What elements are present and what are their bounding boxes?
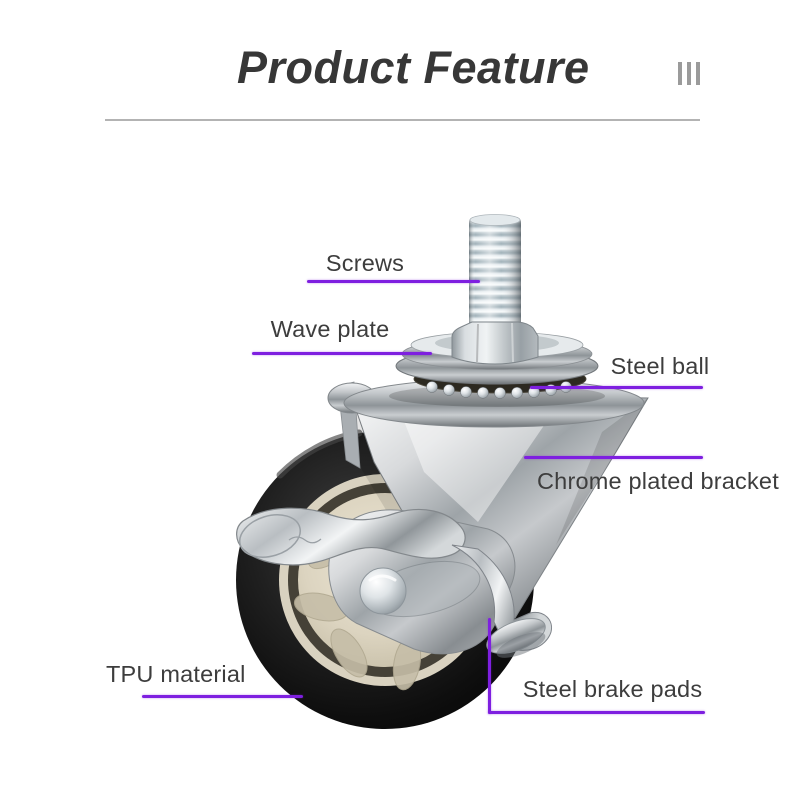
label-chrome-bracket: Chrome plated bracket	[537, 468, 779, 494]
bar	[687, 62, 691, 85]
label-steel-ball: Steel ball	[610, 353, 710, 379]
label-screws: Screws	[325, 250, 405, 276]
leader-line-steel-ball	[530, 386, 703, 389]
triple-bars-icon	[678, 62, 700, 85]
leader-line-chrome-bracket	[524, 456, 703, 459]
page-title: Product Feature	[237, 42, 590, 93]
leader-line-brake-pads-vertical	[488, 618, 491, 714]
brake-lever	[236, 507, 466, 566]
steel-brake-pad	[451, 544, 553, 658]
leader-line-screws	[307, 280, 480, 283]
hex-nut	[451, 321, 539, 365]
label-wave-plate: Wave plate	[270, 316, 390, 342]
header-divider	[105, 119, 700, 121]
leader-line-wave-plate	[252, 352, 432, 355]
leader-line-brake-pads	[488, 711, 705, 714]
leader-line-tpu-material	[142, 695, 303, 698]
label-tpu-material: TPU material	[106, 661, 246, 687]
threaded-screw-stem	[469, 214, 521, 339]
label-brake-pads: Steel brake pads	[522, 676, 703, 702]
bar	[696, 62, 700, 85]
bar	[678, 62, 682, 85]
